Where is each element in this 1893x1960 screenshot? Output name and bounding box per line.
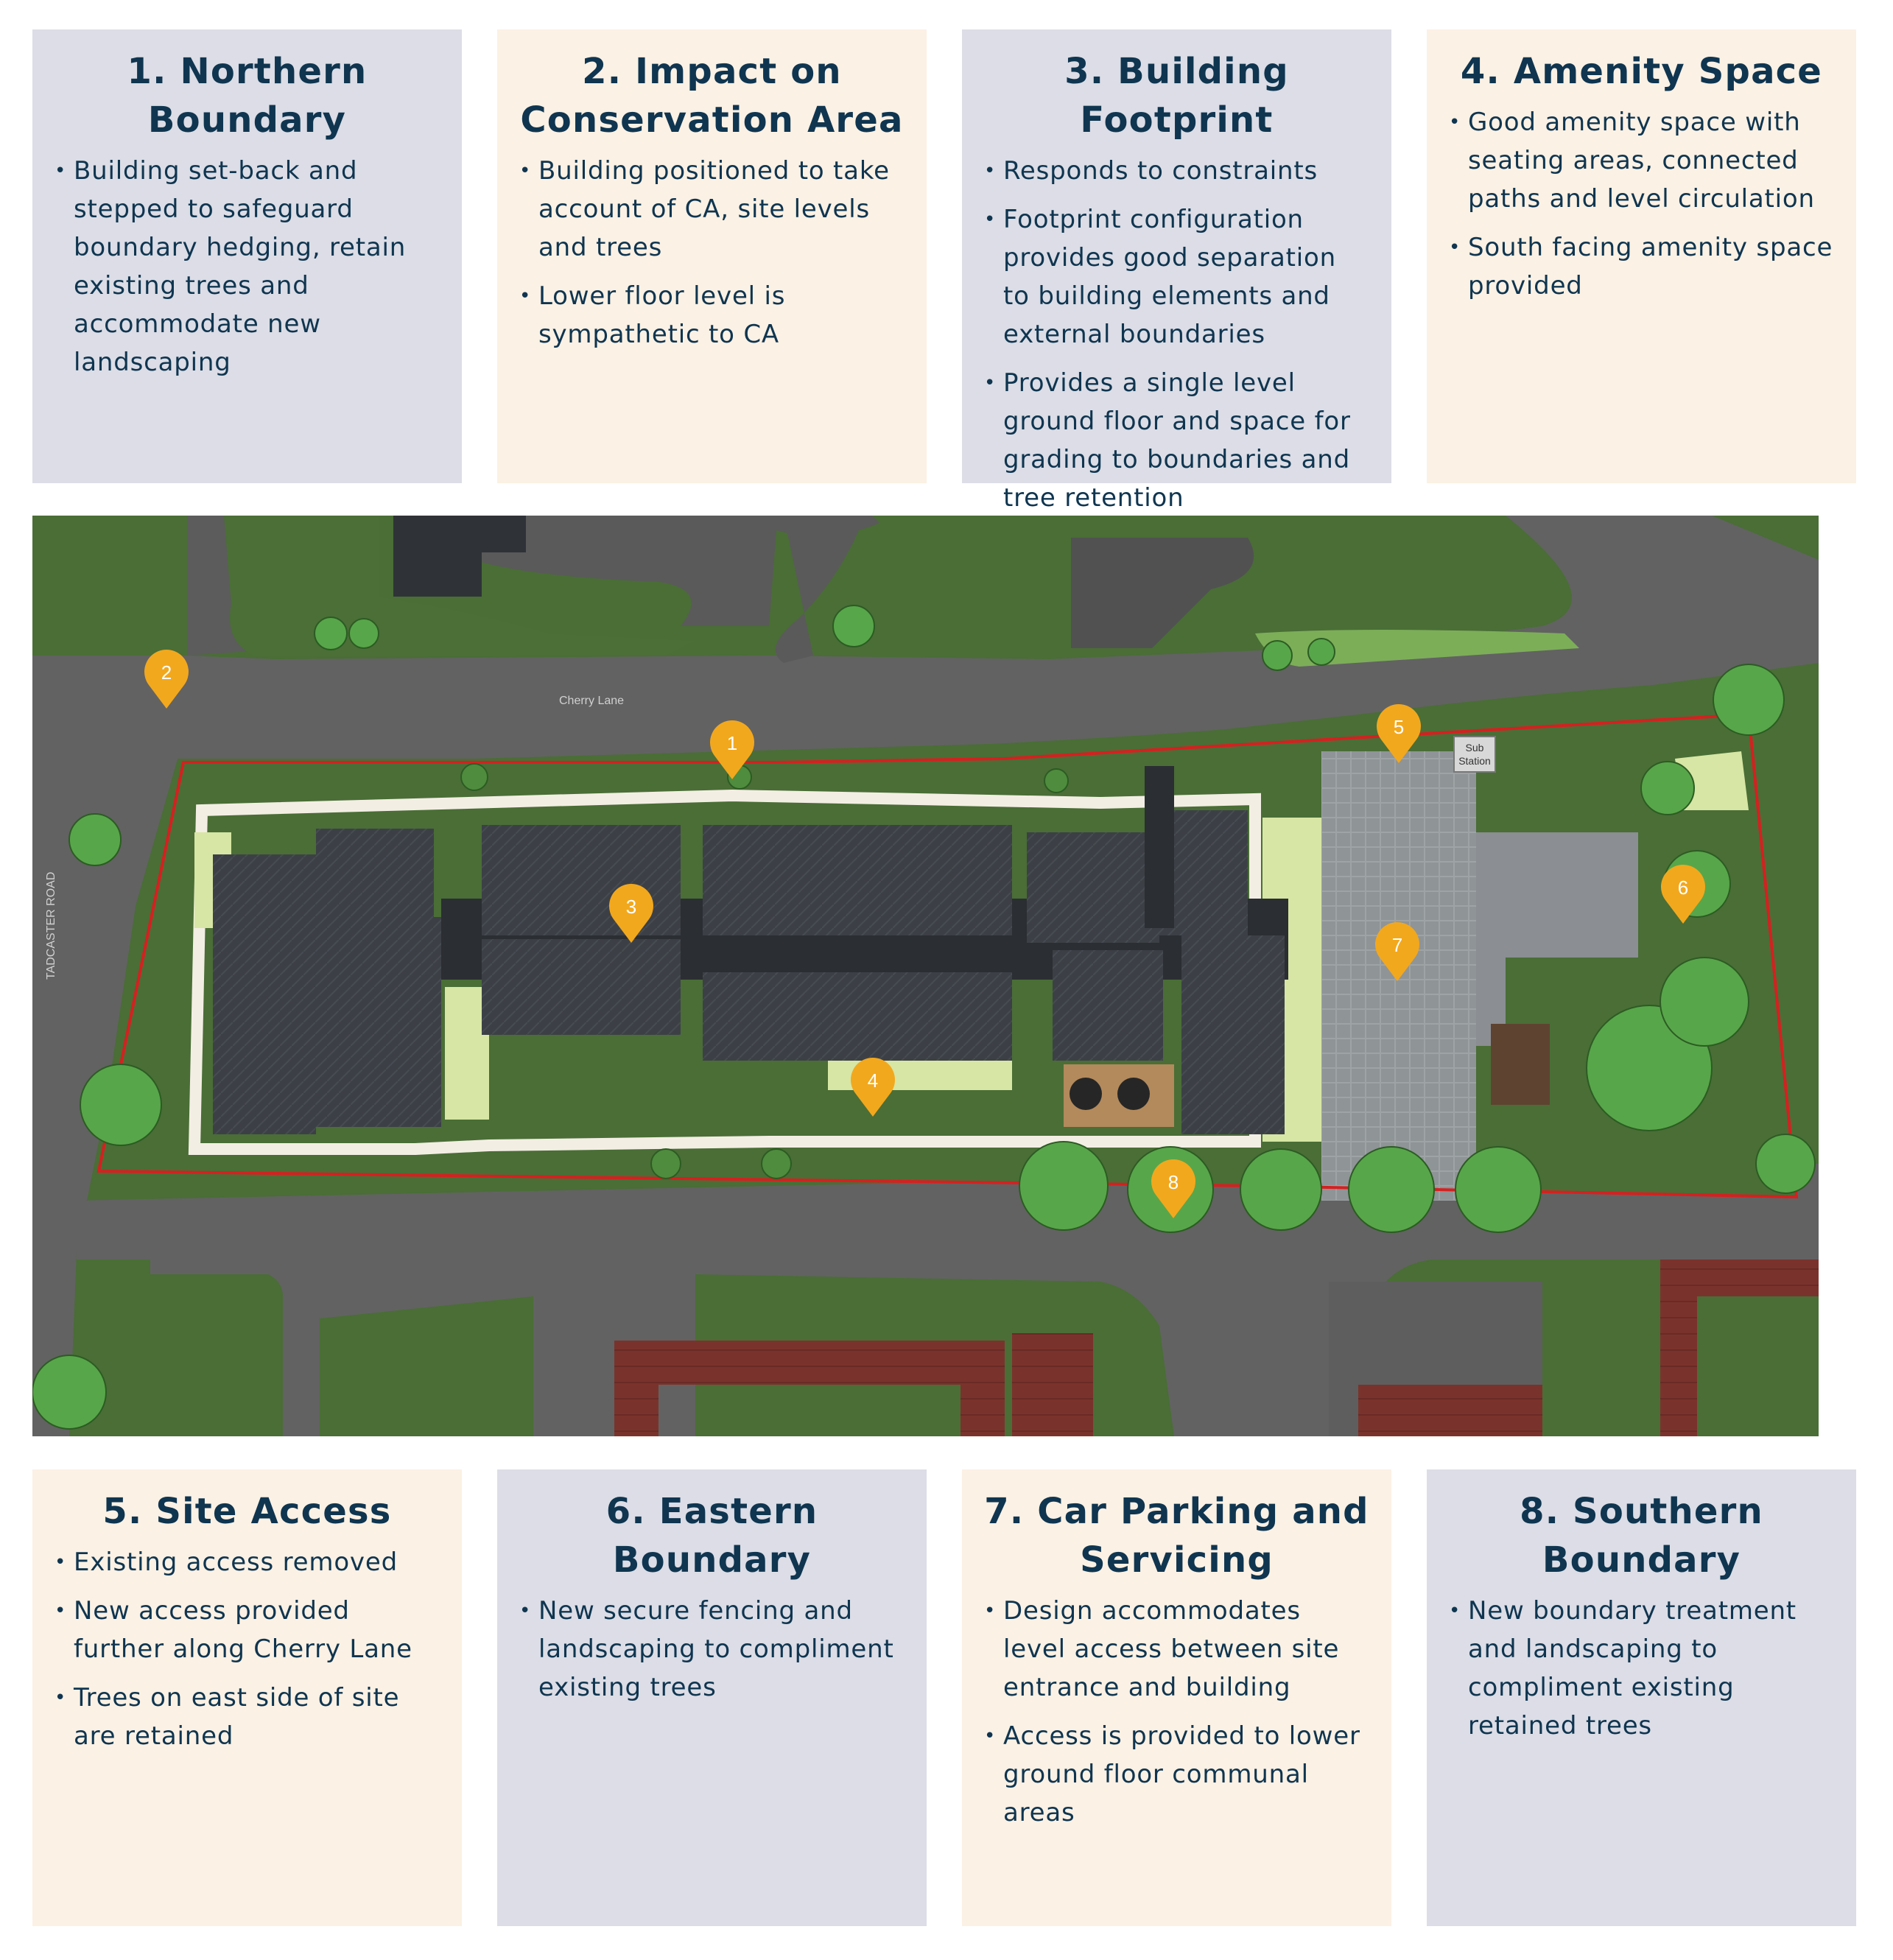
- panel-northern-boundary: 1. Northern Boundary Building set-back a…: [32, 29, 462, 483]
- car-park: [1476, 832, 1638, 1046]
- panel-item: Building set-back and stepped to safegua…: [55, 152, 440, 382]
- panel-title: 6. Eastern Boundary: [605, 1491, 818, 1581]
- panel-title: 8. Southern Boundary: [1520, 1491, 1763, 1581]
- building-brick: [1660, 1260, 1819, 1436]
- marker-number: 7: [1392, 934, 1402, 956]
- panel-list: New secure fencing and landscaping to co…: [519, 1592, 905, 1707]
- panel-title: 1. Northern Boundary: [127, 51, 368, 141]
- panel-item: Provides a single level ground floor and…: [984, 364, 1369, 517]
- road-cherry-lane: [32, 516, 1819, 759]
- road-spur: [1071, 538, 1254, 648]
- panel-eastern-boundary: 6. Eastern Boundary New secure fencing a…: [497, 1469, 927, 1926]
- verge: [1255, 630, 1579, 667]
- grass-south: [320, 1296, 533, 1436]
- panel-item: New access provided further along Cherry…: [55, 1592, 440, 1668]
- panel-title: 5. Site Access: [102, 1491, 392, 1532]
- panel-item: New boundary treatment and landscaping t…: [1449, 1592, 1834, 1745]
- proposed-building: [213, 766, 1288, 1134]
- panel-title: 7. Car Parking and Servicing: [984, 1491, 1369, 1581]
- map-marker-2[interactable]: 2: [144, 650, 189, 710]
- panel-list: New boundary treatment and landscaping t…: [1449, 1592, 1834, 1745]
- panel-item: Good amenity space with seating areas, c…: [1449, 103, 1834, 218]
- cycle-store: [1491, 1024, 1550, 1105]
- map-marker-4[interactable]: 4: [851, 1058, 895, 1117]
- footpath: [188, 789, 1261, 1155]
- map-marker-5[interactable]: 5: [1377, 704, 1421, 763]
- building-offsite: [393, 516, 482, 597]
- panel-car-parking-servicing: 7. Car Parking and Servicing Design acco…: [962, 1469, 1391, 1926]
- map-marker-7[interactable]: 7: [1375, 922, 1419, 981]
- panel-item: Existing access removed: [55, 1543, 440, 1581]
- panel-title: 3. Building Footprint: [1064, 51, 1289, 141]
- panel-title: 4. Amenity Space: [1460, 51, 1823, 92]
- panel-item: Responds to constraints: [984, 152, 1369, 190]
- marker-number: 4: [868, 1069, 878, 1092]
- map-marker-8[interactable]: 8: [1151, 1159, 1195, 1218]
- road-spur: [775, 516, 865, 663]
- panel-item: South facing amenity space provided: [1449, 228, 1834, 305]
- building-brick: [614, 1341, 1005, 1436]
- panel-item: Building positioned to take account of C…: [519, 152, 905, 267]
- trees: [32, 605, 1816, 1430]
- panel-impact-conservation-area: 2. Impact on Conservation Area Building …: [497, 29, 927, 483]
- lawn: [445, 987, 489, 1120]
- panel-item: Lower floor level is sympathetic to CA: [519, 277, 905, 354]
- panel-title: 2. Impact on Conservation Area: [520, 51, 904, 141]
- map-marker-3[interactable]: 3: [609, 884, 653, 943]
- panel-amenity-space: 4. Amenity Space Good amenity space with…: [1427, 29, 1856, 483]
- grass-south: [91, 1274, 283, 1436]
- panel-building-footprint: 3. Building Footprint Responds to constr…: [962, 29, 1391, 513]
- building-brick: [1012, 1333, 1093, 1436]
- substation-label: Sub: [1466, 742, 1484, 754]
- panel-list: Building set-back and stepped to safegua…: [55, 152, 440, 382]
- road-label-cherry-lane: Cherry Lane: [559, 695, 624, 707]
- panel-item: Trees on east side of site are retained: [55, 1679, 440, 1755]
- panel-list: Responds to constraints Footprint config…: [984, 152, 1369, 517]
- panel-site-access: 5. Site Access Existing access removed N…: [32, 1469, 462, 1926]
- building-offsite: [482, 516, 526, 552]
- marker-number: 1: [727, 732, 737, 754]
- panel-list: Design accommodates level access between…: [984, 1592, 1369, 1832]
- substation-label: Station: [1458, 755, 1491, 767]
- map-marker-1[interactable]: 1: [710, 720, 754, 779]
- building-brick: [1358, 1385, 1542, 1436]
- panel-list: Building positioned to take account of C…: [519, 152, 905, 354]
- panel-list: Existing access removed New access provi…: [55, 1543, 440, 1755]
- panel-list: Good amenity space with seating areas, c…: [1449, 103, 1834, 305]
- marker-number: 5: [1394, 716, 1404, 738]
- grass-north: [224, 516, 695, 656]
- map-marker-6[interactable]: 6: [1661, 865, 1705, 924]
- site-plan: Sub Station: [32, 516, 1819, 1436]
- road-label-tadcaster-road: TADCASTER ROAD: [45, 872, 57, 980]
- panel-item: Design accommodates level access between…: [984, 1592, 1369, 1707]
- site-boundary: [96, 712, 1799, 1199]
- marker-number: 2: [161, 661, 172, 684]
- marker-number: 8: [1168, 1171, 1179, 1193]
- substation: [1453, 736, 1496, 773]
- panel-item: Access is provided to lower ground floor…: [984, 1717, 1369, 1832]
- marker-number: 3: [626, 896, 636, 918]
- panel-item: New secure fencing and landscaping to co…: [519, 1592, 905, 1707]
- panel-item: Footprint configuration provides good se…: [984, 200, 1369, 354]
- panel-southern-boundary: 8. Southern Boundary New boundary treatm…: [1427, 1469, 1856, 1926]
- marker-number: 6: [1678, 877, 1688, 899]
- site-plan-svg: Sub Station: [32, 516, 1819, 1436]
